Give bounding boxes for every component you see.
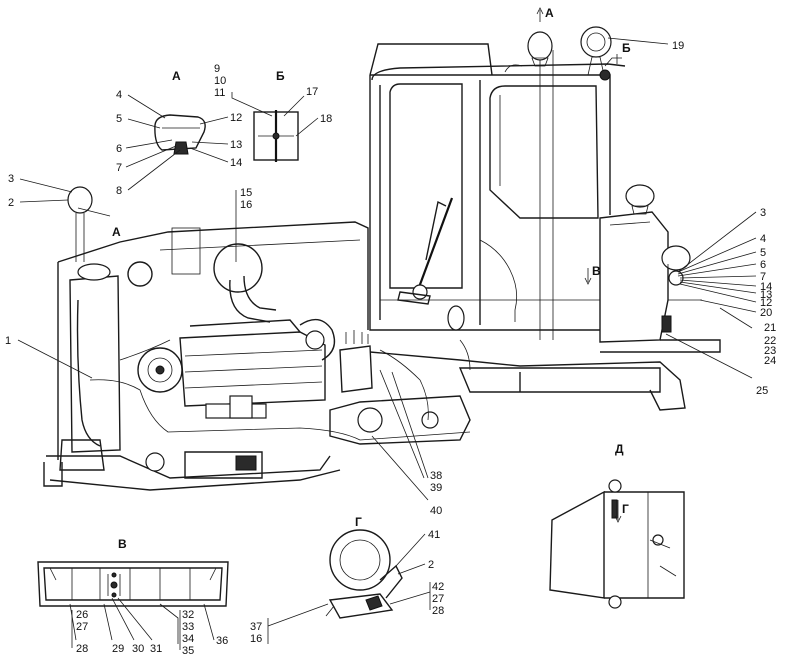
callout-36: 36 [216,635,228,647]
engine-hood [57,221,369,460]
view-label-a-inset: А [172,69,181,83]
section-lines [77,7,622,523]
callout-35: 35 [182,645,194,657]
callout-40: 40 [430,505,442,517]
view-label-a-lamp: А [112,225,121,239]
callout-3-right: 3 [760,207,766,219]
callout-7-right: 7 [760,271,766,283]
callout-27: 27 [76,621,88,633]
callout-25: 25 [756,385,768,397]
callout-18: 18 [320,113,332,125]
callout-6-right: 6 [760,259,766,271]
callout-22: 22 [764,335,776,347]
fender-lamp-lower [661,245,691,286]
callout-4: 4 [116,89,122,101]
callout-8: 8 [116,185,122,197]
callout-33: 33 [182,621,194,633]
callout-41: 41 [428,529,440,541]
callout-19: 19 [672,40,684,52]
inset-view-b [253,110,299,162]
callout-31: 31 [150,643,162,655]
air-intake-pipe [229,275,277,323]
rear-frame [369,351,686,411]
view-label-b-inset: Б [276,69,285,83]
callout-4-right: 4 [760,233,766,245]
callout-30: 30 [132,643,144,655]
wiper-assembly [397,197,454,305]
callout-3: 3 [8,173,14,185]
view-label-d-inset: Д [615,442,624,456]
callout-13-right: 13 [760,289,772,301]
callout-13: 13 [230,139,242,151]
callout-15: 15 [240,187,252,199]
front-frame [43,452,341,491]
view-label-b-top: Б [622,41,631,55]
cab [369,43,611,340]
callout-1: 1 [5,335,11,347]
callout-14-right: 14 [760,281,772,293]
callout-17: 17 [306,86,318,98]
callout-12-right: 12 [760,297,772,309]
view-label-g-arrow: Г [622,502,629,516]
cab-side-lamp [447,305,465,331]
callout-7: 7 [116,162,122,174]
view-label-v-inset: В [118,537,127,551]
callout-21: 21 [764,322,776,334]
leader-lines [17,37,757,650]
transmission [329,330,471,445]
radiator [59,263,121,471]
callout-23: 23 [764,345,776,357]
view-label-v-mid: В [592,264,601,278]
callout-2: 2 [8,197,14,209]
fender-lamp-upper [625,184,655,215]
callout-14: 14 [230,157,242,169]
inset-view-v [37,561,229,607]
roof-harness [371,63,626,81]
inset-view-d [549,479,685,609]
callout-5-right: 5 [760,247,766,259]
callout-29: 29 [112,643,124,655]
callout-38: 38 [430,470,442,482]
engine-block [137,318,336,407]
starter [205,395,267,419]
callout-39: 39 [430,482,442,494]
callout-5: 5 [116,113,122,125]
callout-6: 6 [116,143,122,155]
callout-20: 20 [760,307,772,319]
callout-10: 10 [214,75,226,87]
fender-connector [661,315,672,333]
callout-2-g: 2 [428,559,434,571]
callout-24: 24 [764,355,776,367]
callout-16-g: 16 [250,633,262,645]
callout-28-g: 28 [432,605,444,617]
inset-view-g [325,529,403,619]
callout-12: 12 [230,112,242,124]
callout-9: 9 [214,63,220,75]
callout-42: 42 [432,581,444,593]
callout-37: 37 [250,621,262,633]
front-headlamp [67,186,93,262]
harness-front [76,299,101,447]
view-label-a-top: А [545,6,554,20]
battery [184,451,263,479]
roof-lamp-left [527,31,553,67]
callout-26: 26 [76,609,88,621]
view-label-g-inset: Г [355,515,362,529]
callout-16: 16 [240,199,252,211]
callout-27-g: 27 [432,593,444,605]
inset-view-a [154,114,206,155]
callout-32: 32 [182,609,194,621]
cab-harness-right [479,239,518,322]
callout-34: 34 [182,633,194,645]
callout-11: 11 [214,87,225,99]
roof-lamp-right [580,26,612,76]
callout-28: 28 [76,643,88,655]
